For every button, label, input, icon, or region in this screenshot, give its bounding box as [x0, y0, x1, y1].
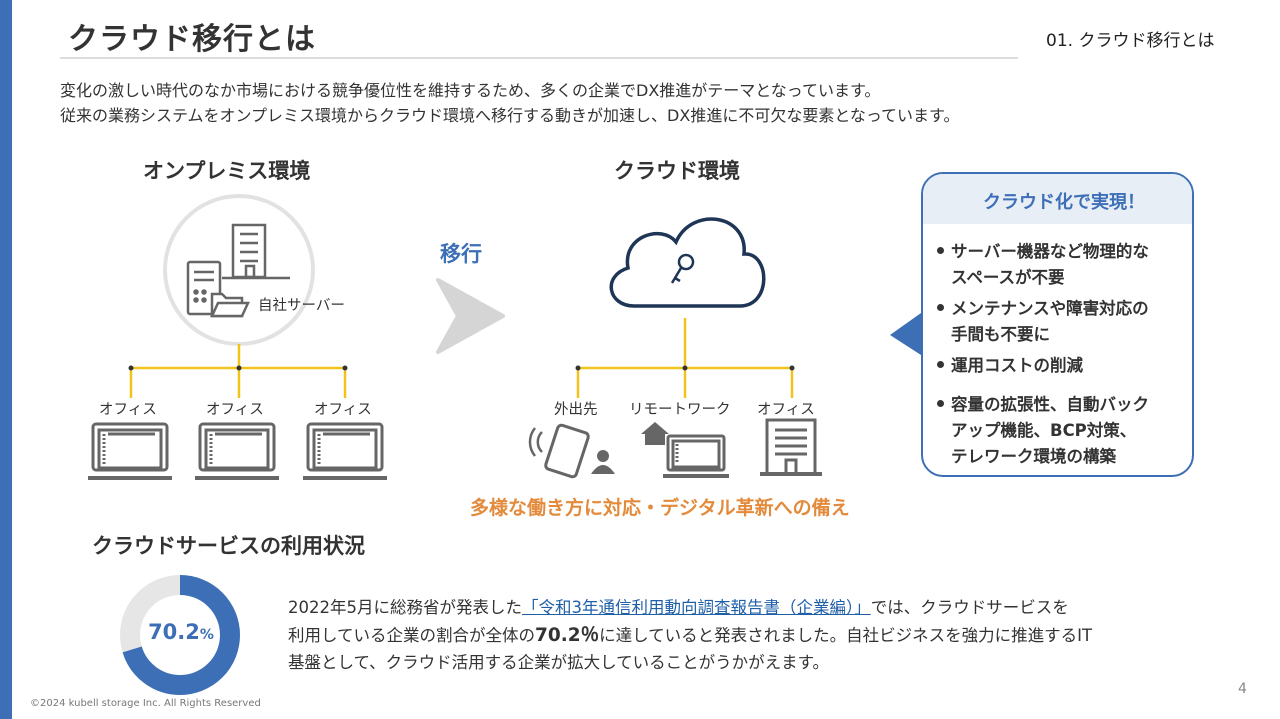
- key-icon: [670, 253, 695, 284]
- highlight-percent: 70.2％: [535, 624, 600, 646]
- intro-line-2: 従来の業務システムをオンプレミス環境からクラウド環境へ移行する動きが加速し、DX…: [60, 106, 960, 125]
- bullet-icon: [937, 247, 944, 254]
- office-label-1: オフィス: [99, 402, 157, 418]
- donut-label: 70.2%: [148, 620, 214, 644]
- para-text: 2022年5月に総務省が発表した: [288, 598, 522, 617]
- cloud-node-label-3: オフィス: [757, 402, 815, 418]
- callout-item: 容量の拡張性、自動バック アップ機能、BCP対策、 テレワーク環境の構築: [937, 392, 1149, 470]
- onprem-title: オンプレミス環境: [143, 159, 311, 183]
- usage-paragraph: 2022年5月に総務省が発表した「令和3年通信利用動向調査報告書（企業編）」では…: [288, 594, 1092, 677]
- person-icon: [591, 450, 615, 474]
- callout-item-text: 運用コストの削減: [951, 356, 1083, 375]
- folder-icon: [210, 292, 250, 318]
- callout-item-text: テレワーク環境の構築: [951, 447, 1116, 466]
- migration-label: 移行: [440, 242, 482, 266]
- cloud-node-label-1: 外出先: [554, 402, 598, 418]
- title-underline: [60, 57, 1018, 59]
- callout-item: メンテナンスや障害対応の 手間も不要に: [937, 296, 1149, 348]
- donut-unit: %: [199, 627, 214, 643]
- left-accent-bar: [0, 0, 12, 719]
- server-unit-icon: [186, 260, 222, 316]
- callout-item: サーバー機器など物理的な スペースが不要: [937, 239, 1149, 291]
- callout-item: 運用コストの削減: [937, 353, 1083, 379]
- laptop-icon: [663, 434, 729, 478]
- para-text: 利用している企業の割合が全体の: [288, 625, 536, 645]
- callout-item-text: メンテナンスや障害対応の: [951, 299, 1149, 318]
- cloud-title: クラウド環境: [614, 159, 740, 183]
- signal-icon: [528, 427, 543, 457]
- callout-pointer: [890, 313, 921, 355]
- callout-item-text: 手間も不要に: [951, 325, 1050, 344]
- smartphone-icon: [544, 423, 590, 479]
- callout-item-text: アップ機能、BCP対策、: [951, 421, 1137, 440]
- workstyle-caption: 多様な働き方に対応・デジタル革新への備え: [470, 497, 850, 519]
- para-text: 基盤として、クラウド活用する企業が拡大していることがうかがえます。: [288, 653, 830, 672]
- page-title: クラウド移行とは: [68, 22, 316, 57]
- para-text: では、クラウドサービスを: [870, 598, 1069, 617]
- callout-header: [923, 174, 1192, 224]
- server-label: 自社サーバー: [258, 298, 345, 314]
- usage-donut: [120, 575, 240, 695]
- para-text: に達していると発表されました。自社ビジネスを強力に推進するIT: [599, 625, 1093, 645]
- onprem-connector: [129, 344, 347, 398]
- office-building-icon: [760, 418, 822, 476]
- section-label: 01. クラウド移行とは: [1046, 31, 1215, 51]
- office-label-2: オフィス: [206, 402, 264, 418]
- cloud-connector: [576, 318, 794, 398]
- laptop-icon: [303, 422, 387, 480]
- laptop-icon: [88, 422, 172, 480]
- home-icon: [641, 422, 669, 445]
- bullet-icon: [937, 400, 944, 407]
- cloud-node-label-2: リモートワーク: [629, 402, 731, 418]
- page-number: 4: [1238, 681, 1247, 697]
- callout-item-text: サーバー機器など物理的な: [951, 242, 1149, 261]
- laptop-icon: [195, 422, 279, 480]
- intro-line-1: 変化の激しい時代のなか市場における競争優位性を維持するため、多くの企業でDX推進…: [60, 81, 881, 100]
- building-icon: [222, 223, 290, 280]
- migration-arrow-icon: [436, 278, 505, 354]
- report-link[interactable]: 「令和3年通信利用動向調査報告書（企業編）」: [522, 598, 871, 617]
- bullet-icon: [937, 361, 944, 368]
- usage-title: クラウドサービスの利用状況: [92, 534, 365, 558]
- copyright: ©2024 kubell storage Inc. All Rights Res…: [30, 698, 261, 709]
- donut-value: 70.2: [148, 620, 200, 644]
- bullet-icon: [937, 304, 944, 311]
- callout-item-text: 容量の拡張性、自動バック: [951, 395, 1149, 414]
- callout-title: クラウド化で実現！: [983, 192, 1145, 213]
- donut-fill: [120, 575, 240, 695]
- callout-item-text: スペースが不要: [951, 268, 1065, 287]
- office-label-3: オフィス: [314, 402, 372, 418]
- cloud-icon: [609, 217, 766, 308]
- intro-text: 変化の激しい時代のなか市場における競争優位性を維持するため、多くの企業でDX推進…: [60, 78, 959, 128]
